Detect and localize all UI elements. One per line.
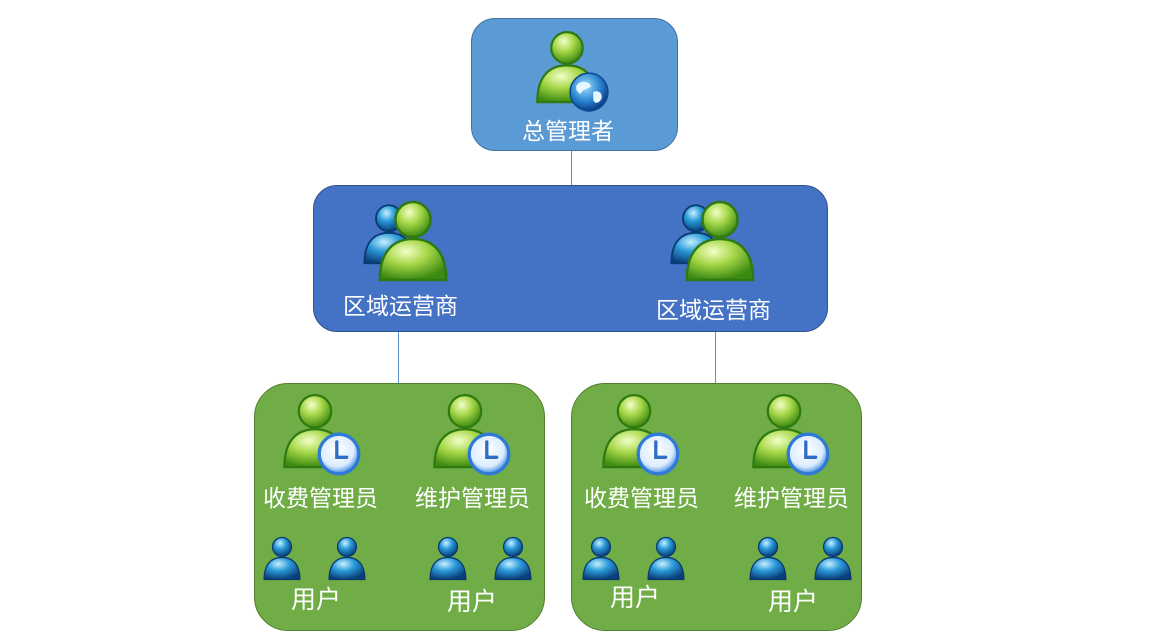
user-icon	[263, 536, 301, 581]
user-icon	[814, 536, 852, 581]
user-clock-icon	[433, 393, 511, 476]
user-group-icon	[363, 200, 448, 282]
user-icon	[749, 536, 787, 581]
user-label: 用户	[291, 585, 342, 614]
user-clock-icon	[602, 393, 680, 476]
user-label: 用户	[610, 583, 661, 612]
role-label: 收费管理员	[584, 486, 699, 512]
user-icon	[328, 536, 366, 581]
user-clock-icon	[283, 393, 361, 476]
role-label: 维护管理员	[734, 486, 849, 512]
user-icon	[647, 536, 685, 581]
operators-node: 区域运营商 区域运营商	[313, 185, 828, 332]
role-label: 维护管理员	[415, 486, 530, 512]
operator-label-1: 区域运营商	[343, 294, 458, 320]
connector-operator2-group2	[715, 332, 716, 383]
root-node: 总管理者	[471, 18, 678, 151]
connector-root-operators	[571, 151, 572, 185]
user-icon	[494, 536, 532, 581]
group-2: 收费管理员 维护管理员 用户 用户	[571, 383, 862, 631]
user-group-icon	[670, 200, 755, 282]
connector-operator1-group1	[398, 332, 399, 383]
user-label: 用户	[768, 587, 819, 616]
admin-globe-icon	[536, 30, 609, 112]
user-icon	[582, 536, 620, 581]
role-label: 收费管理员	[263, 486, 378, 512]
group-1: 收费管理员 维护管理员 用户 用户	[254, 383, 545, 631]
user-label: 用户	[447, 587, 498, 616]
user-clock-icon	[752, 393, 830, 476]
root-label: 总管理者	[522, 119, 614, 145]
user-icon	[429, 536, 467, 581]
operator-label-2: 区域运营商	[656, 298, 771, 324]
